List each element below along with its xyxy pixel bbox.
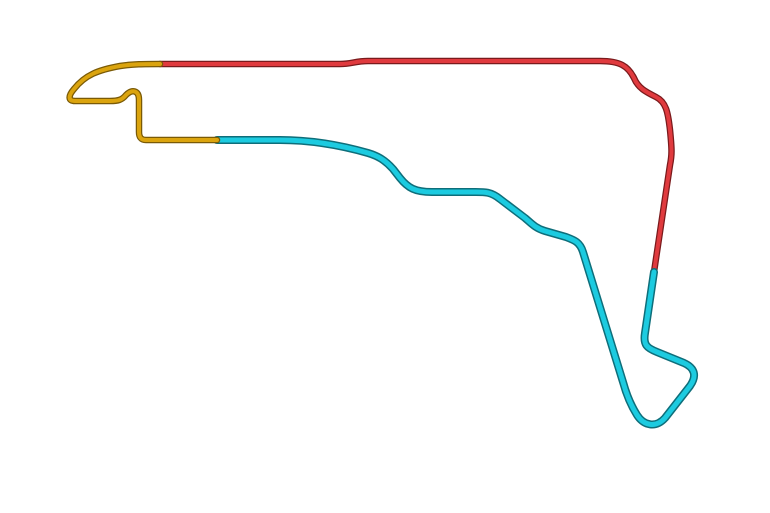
sector-1-group — [156, 57, 675, 276]
sector-2-group — [213, 136, 699, 429]
sector-3-group — [66, 60, 221, 144]
sector-3-path — [67, 62, 219, 142]
sector-1-path — [158, 59, 674, 274]
sector-1-outline — [156, 57, 675, 276]
sector-2-path — [214, 137, 697, 427]
